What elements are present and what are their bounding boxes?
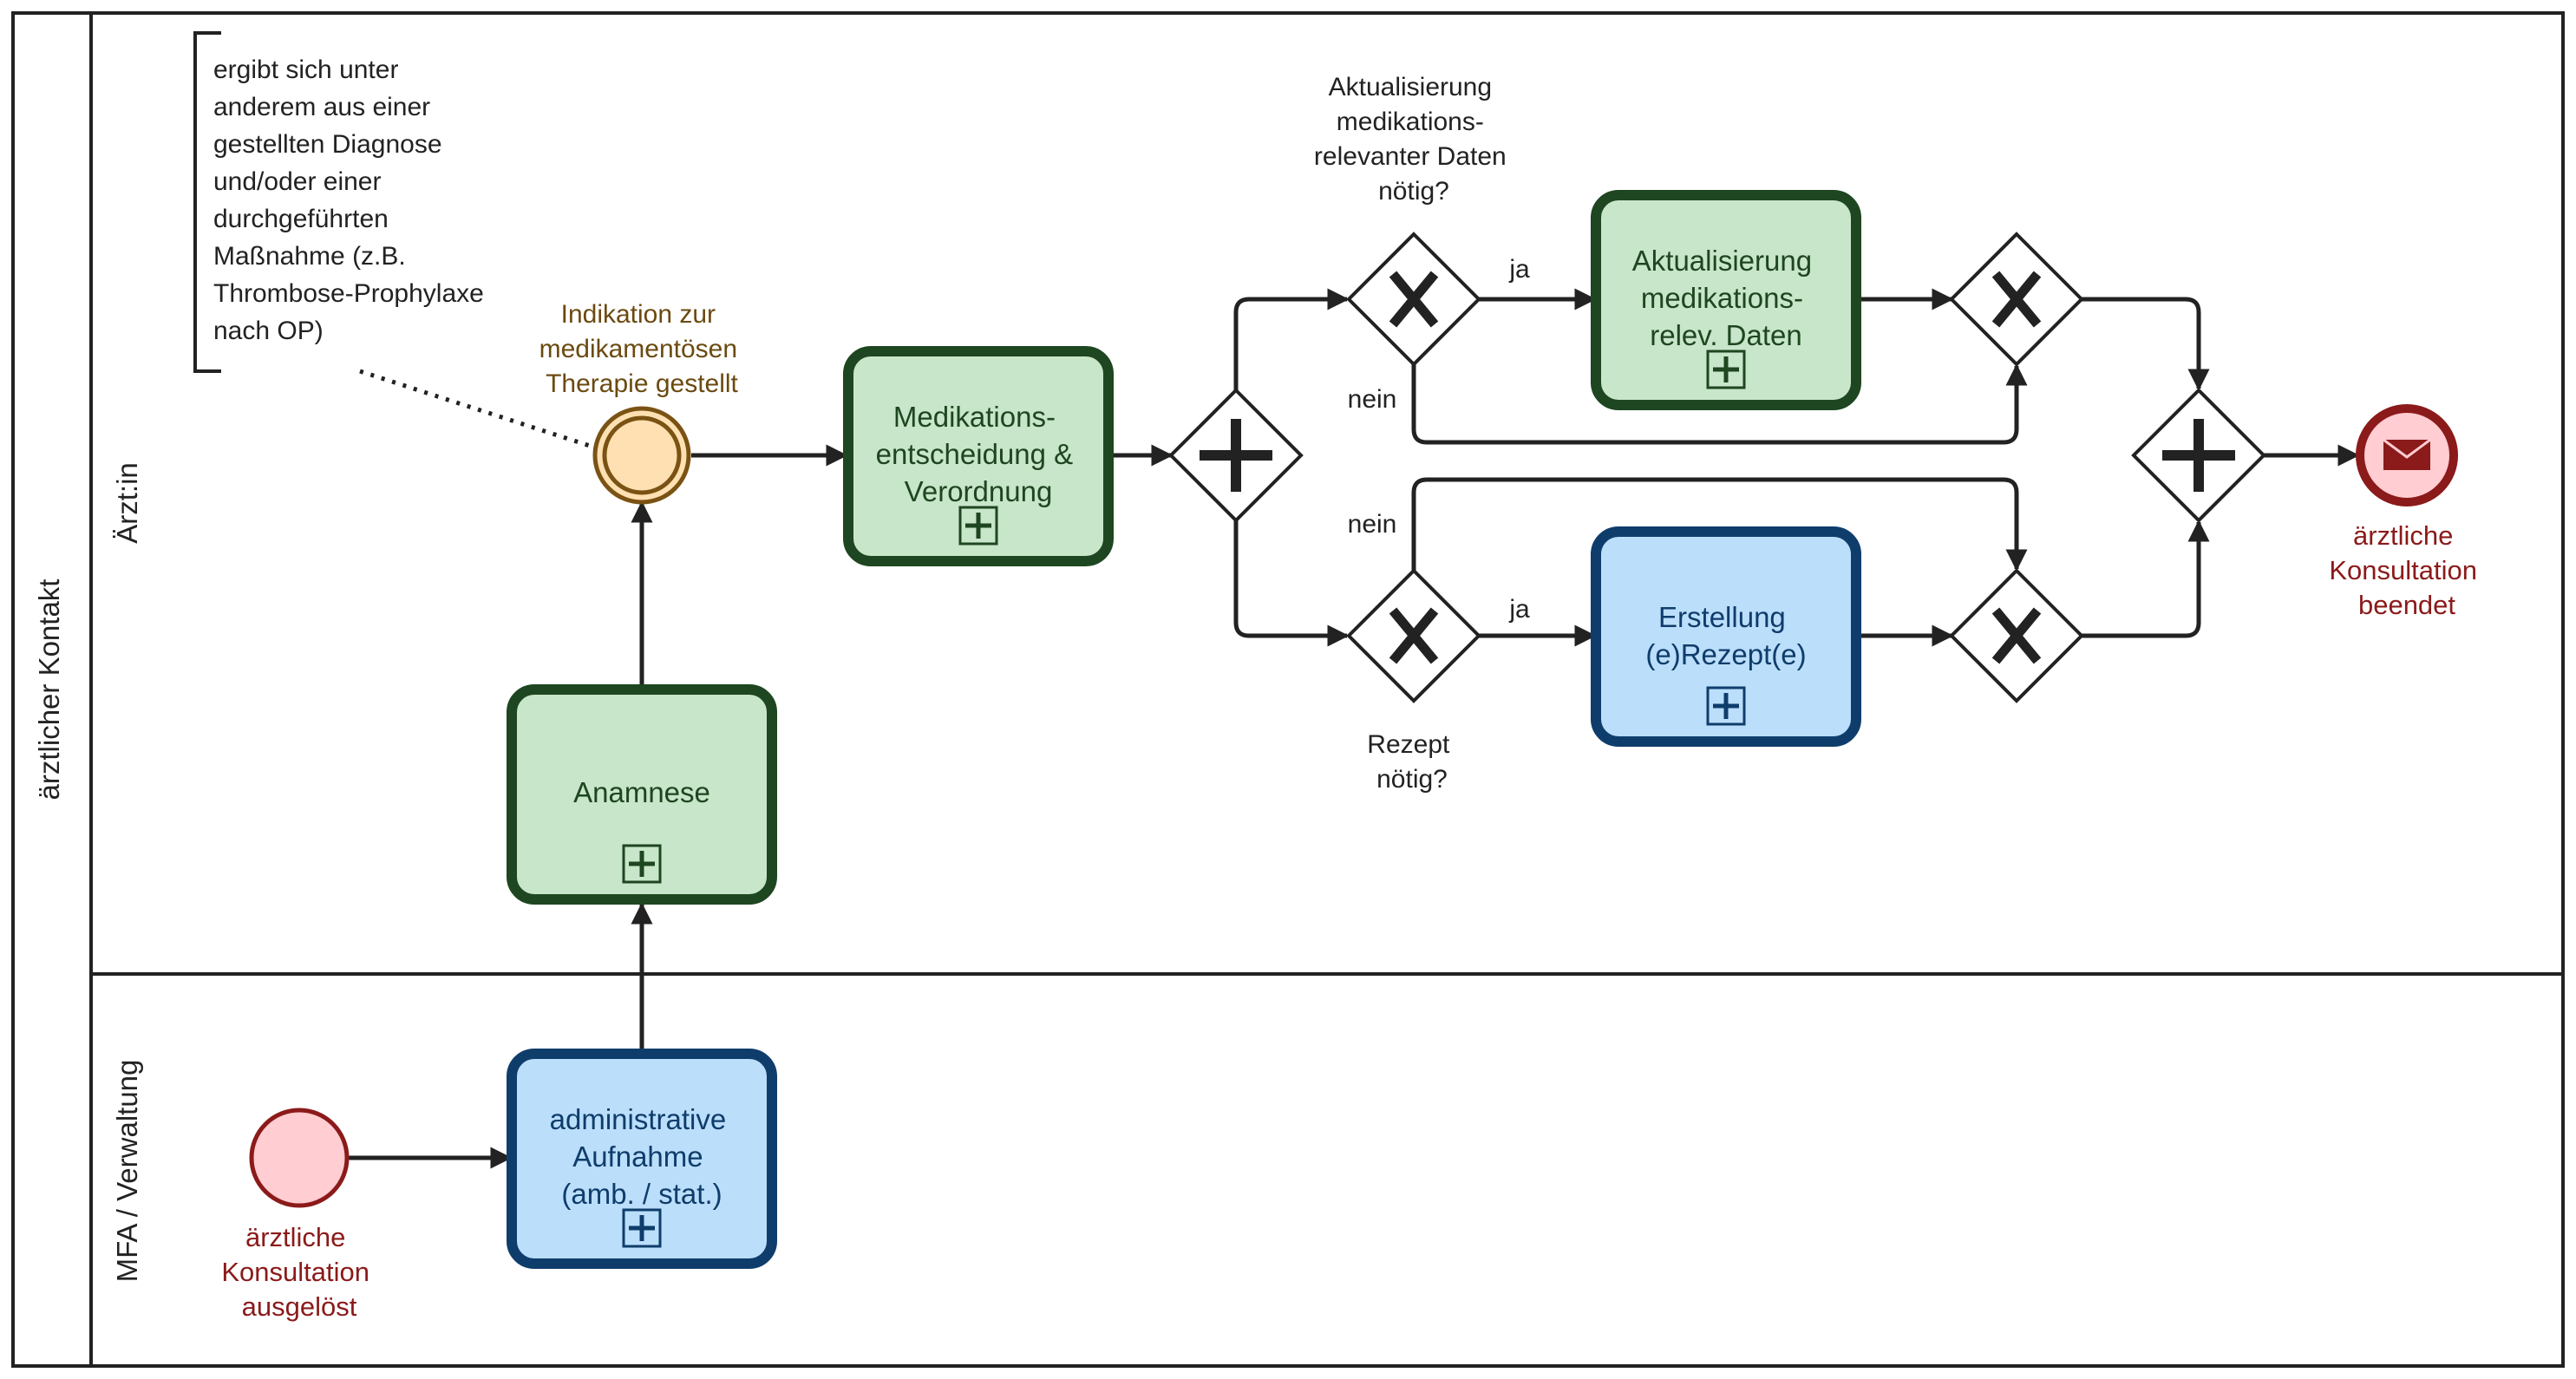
parallel-gateway-split[interactable] (1168, 388, 1304, 523)
exclusive-gateway-recipe[interactable] (1346, 568, 1481, 703)
annotation-line: Maßnahme (z.B. (213, 242, 406, 271)
flow-recipe-no (1411, 477, 2028, 572)
task-label: Verordnung (905, 475, 1053, 507)
svg-text:Indikation zur medikamentö: Indikation zur medikamentösen Therapie g… (539, 300, 745, 398)
flow-label-update-no: nein (1348, 385, 1397, 414)
task-label: administrative (550, 1103, 727, 1135)
start-event[interactable] (249, 1108, 350, 1208)
annotation-line: nach OP) (213, 317, 324, 345)
task-label: Aufnahme (572, 1140, 703, 1173)
x-icon (1991, 607, 2042, 664)
parallel-gateway-join[interactable] (2131, 388, 2266, 523)
end-event-label: ärztliche (2353, 520, 2453, 551)
task-anamnesis[interactable]: Anamnese (507, 684, 777, 905)
start-event-label: ausgelöst (242, 1291, 357, 1322)
svg-text:Aktualisierung medikations: Aktualisierung medikations- relevanter D… (1314, 73, 1514, 206)
x-icon (1389, 271, 1439, 328)
exclusive-gateway-update-merge[interactable] (1949, 232, 2084, 367)
annotation-line: anderem aus einer (213, 93, 430, 121)
end-event-label: beendet (2358, 590, 2455, 620)
start-event-label: Konsultation (221, 1257, 369, 1287)
intermediate-event-label: Therapie gestellt (546, 369, 738, 398)
gateway-label: nötig? (1376, 765, 1448, 794)
end-event[interactable] (2356, 404, 2458, 507)
sequence-flows (349, 288, 2360, 1169)
svg-text:Erstellung (e)Rezept(e): Erstellung (e)Rezept(e) (1645, 601, 1806, 670)
x-icon (1991, 271, 2042, 328)
gateway-label: nötig? (1378, 177, 1449, 206)
annotation-line: ergibt sich unter (213, 56, 398, 84)
start-event-label: ärztliche (245, 1222, 345, 1252)
task-label: Anamnese (573, 776, 710, 808)
task-prescription[interactable]: Erstellung (e)Rezept(e) (1591, 526, 1861, 747)
task-label: entscheidung & (876, 438, 1074, 470)
flow-label-recipe-no: nein (1348, 510, 1397, 539)
subprocess-marker-icon (622, 1208, 662, 1248)
x-icon (1389, 607, 1439, 664)
subprocess-marker-icon (958, 506, 998, 546)
flow-recipe-merge-to-join (2082, 520, 2210, 638)
flow-update-merge-to-join (2082, 297, 2210, 391)
text-annotation: ergibt sich unter anderem aus einer gest… (193, 31, 593, 449)
svg-text:ergibt sich unter andere: ergibt sich unter anderem aus einer gest… (213, 56, 491, 345)
svg-text:Rezept nötig?: Rezept nötig? (1367, 730, 1456, 794)
intermediate-event-label: medikamentösen (539, 335, 737, 363)
task-medication-decision[interactable]: Medikations- entscheidung & Verordnung (843, 346, 1114, 566)
pool: ärztlicher Kontakt Ärzt:in MFA / Verwalt… (11, 11, 2565, 1368)
task-label: medikations- (1641, 282, 1803, 314)
annotation-line: gestellten Diagnose (213, 130, 442, 159)
flow-split-to-update-gateway (1233, 288, 1350, 390)
task-label: Medikations- (893, 401, 1056, 433)
pool-label: ärztlicher Kontakt (33, 579, 65, 801)
flow-label-update-yes: ja (1508, 255, 1530, 284)
plus-icon (2162, 419, 2235, 492)
subprocess-marker-icon (1706, 686, 1746, 726)
lane-label-doctor: Ärzt:in (111, 462, 143, 544)
subprocess-marker-icon (622, 844, 662, 884)
exclusive-gateway-update[interactable] (1346, 232, 1481, 367)
gateway-label: Aktualisierung (1329, 73, 1492, 101)
flow-label-recipe-yes: ja (1508, 595, 1530, 624)
svg-text:ärztliche Konsultation: ärztliche Konsultation ausgelöst (221, 1222, 376, 1322)
envelope-icon (2383, 438, 2431, 470)
task-label: relev. Daten (1650, 319, 1801, 351)
task-admin-intake[interactable]: administrative Aufnahme (amb. / stat.) (507, 1049, 777, 1269)
task-label: Aktualisierung (1632, 245, 1812, 277)
exclusive-gateway-recipe-merge[interactable] (1949, 568, 2084, 703)
association-line (359, 369, 593, 449)
gateway-label: Rezept (1367, 730, 1450, 759)
annotation-line: durchgeführten (213, 205, 389, 233)
subprocess-marker-icon (1706, 350, 1746, 389)
gateway-label: relevanter Daten (1314, 142, 1507, 171)
plus-icon (1200, 419, 1272, 492)
svg-text:Aktualisierung medikatio: Aktualisierung medikations- relev. Daten (1632, 245, 1820, 351)
svg-text:ärztliche Konsultation: ärztliche Konsultation beendet (2329, 520, 2484, 620)
flow-split-to-recipe-gateway (1233, 520, 1350, 647)
end-event-label: Konsultation (2329, 555, 2477, 585)
gateway-label: medikations- (1337, 108, 1484, 136)
svg-text:administrative Aufnahme: administrative Aufnahme (amb. / stat.) (550, 1103, 735, 1210)
flow-update-no (1411, 363, 2028, 445)
annotation-line: und/oder einer (213, 167, 381, 196)
annotation-line: Thrombose-Prophylaxe (213, 279, 484, 308)
task-update-data[interactable]: Aktualisierung medikations- relev. Daten (1591, 190, 1861, 410)
lane-label-admin: MFA / Verwaltung (111, 1060, 143, 1283)
task-label: (amb. / stat.) (561, 1178, 722, 1210)
task-label: Erstellung (1658, 601, 1786, 633)
intermediate-event[interactable] (592, 406, 691, 505)
task-label: (e)Rezept(e) (1645, 638, 1806, 670)
svg-text:Medikations- entscheidun: Medikations- entscheidung & Verordnung (876, 401, 1082, 507)
intermediate-event-label: Indikation zur (561, 300, 716, 329)
